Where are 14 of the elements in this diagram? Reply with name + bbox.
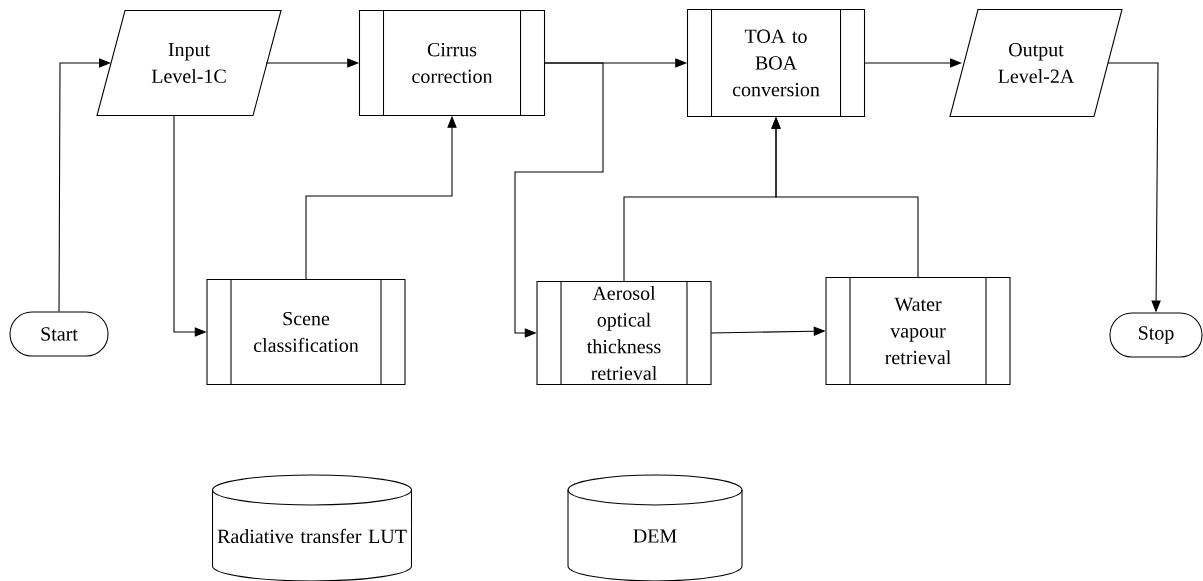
arrow (864, 58, 962, 68)
data-parallelogram: Input Level-1C (96, 9, 282, 117)
data-parallelogram: Output Level-2A (949, 8, 1123, 118)
arrow (514, 62, 604, 338)
database-cylinder: Radiative transfer LUT (211, 474, 413, 581)
process-box: Aerosol optical thickness retrieval (536, 280, 712, 386)
process-box: Scene classification (206, 278, 406, 386)
process-box: Water vapour retrieval (825, 276, 1011, 386)
process-box: TOA to BOA conversion (686, 8, 866, 118)
node-label: Radiative transfer LUT (217, 528, 407, 544)
database-cylinder: DEM (567, 474, 743, 581)
node-label: DEM (633, 529, 677, 543)
arrow (58, 58, 111, 312)
process-box: Cirrus correction (358, 9, 546, 117)
